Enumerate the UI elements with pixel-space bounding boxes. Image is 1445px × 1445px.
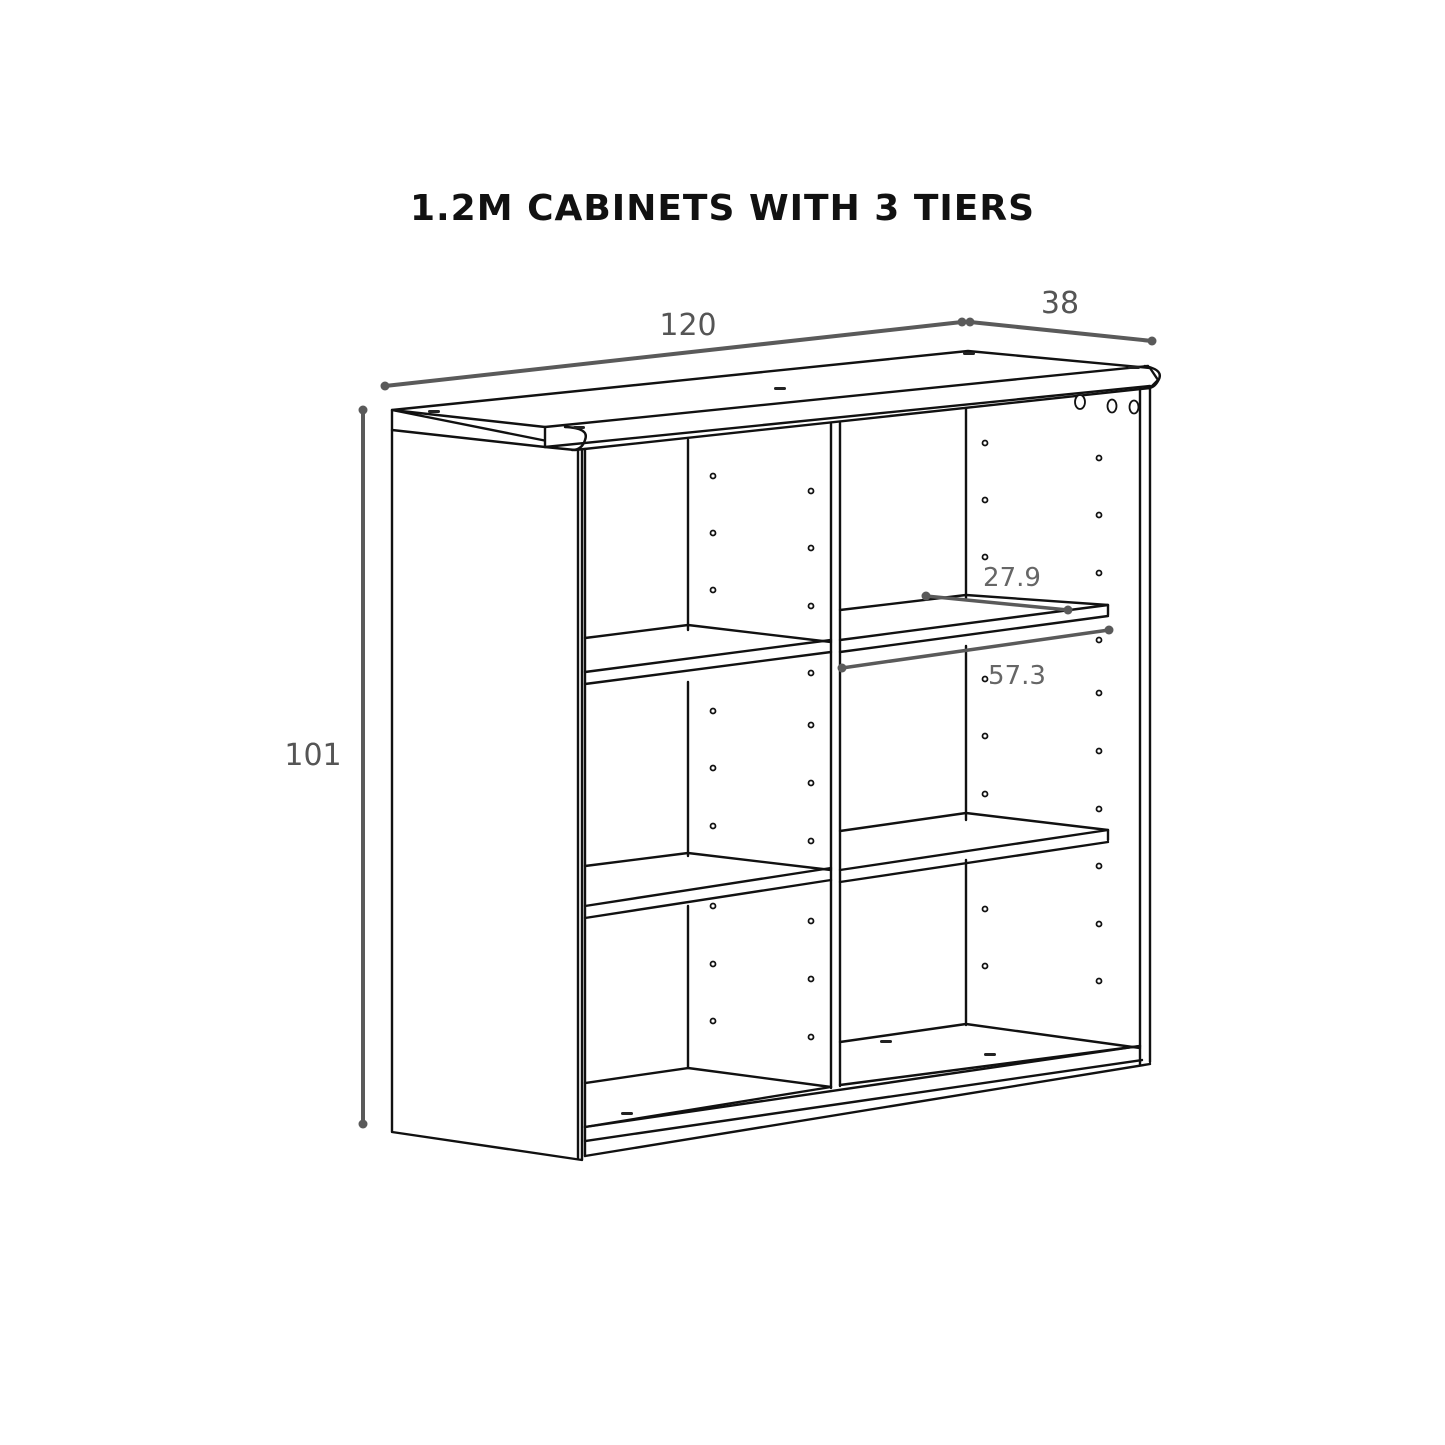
top-board-lower-edge [543,384,1152,449]
dimension-shelf-width: 57.3 [837,625,1114,691]
diagram-title: 1.2M CABINETS WITH 3 TIERS [409,188,1036,229]
dimension-width: 120 [380,308,967,391]
depth-label: 38 [1041,286,1079,321]
cable-holes [1074,394,1140,415]
width-label: 120 [659,308,716,343]
right-shelf-lower [838,811,1110,884]
top-board-right-corner [1143,364,1161,390]
dimension-depth: 38 [965,286,1157,346]
bottom-slot [621,1112,633,1115]
shelf-pin-holes-right [981,439,1103,985]
top-board-front-edge [543,364,1150,429]
shelf-width-label: 57.3 [988,661,1046,691]
height-label: 101 [284,738,341,773]
top-slot [963,352,975,355]
left-side-panel [390,408,584,1162]
right-shelf-upper [838,593,1110,654]
bottom-slot [880,1040,892,1043]
shelf-depth-label: 27.9 [983,563,1041,593]
shelf-pin-holes-left [709,472,815,1041]
cabinet-drawing [390,349,1161,1162]
top-slot [573,426,585,429]
top-slot [774,387,786,390]
top-slot [428,410,440,413]
top-slot [1128,366,1140,369]
dimension-shelf-depth: 27.9 [921,563,1073,615]
base-plinth [583,1044,1152,1158]
dimension-height: 101 [284,405,368,1129]
left-shelf-lower [583,851,833,920]
bottom-slot [984,1053,996,1056]
side-panel-top-edge [390,428,547,449]
left-shelf-upper [583,623,833,686]
